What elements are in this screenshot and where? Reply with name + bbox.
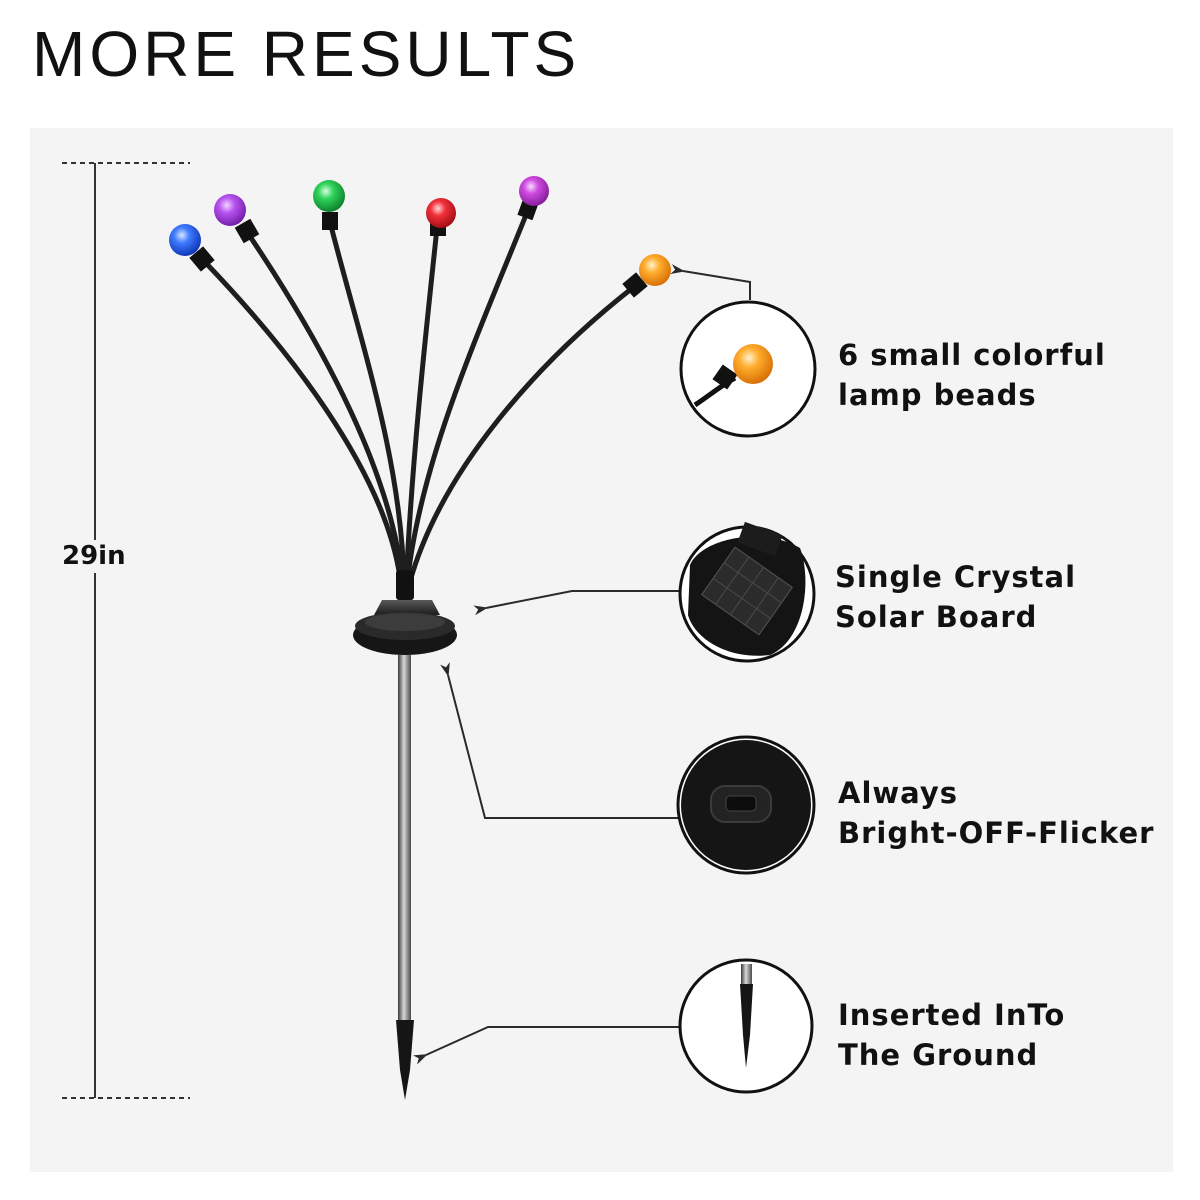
orange-bead-icon bbox=[639, 254, 671, 286]
orange-bead-closeup-icon bbox=[679, 300, 817, 438]
feature-line: Inserted InTo bbox=[838, 998, 1066, 1032]
red-bead-icon bbox=[426, 198, 456, 228]
feature-line: Bright-OFF-Flicker bbox=[838, 816, 1155, 850]
height-label: 29in bbox=[62, 540, 126, 573]
feature-stake-label: Inserted InTo The Ground bbox=[838, 995, 1065, 1075]
feature-line: Always bbox=[838, 776, 959, 810]
ground-stake-closeup-icon bbox=[678, 958, 814, 1094]
feature-line: Solar Board bbox=[835, 600, 1038, 634]
green-bead-icon bbox=[313, 180, 345, 212]
switch-button-closeup-icon bbox=[676, 735, 816, 875]
purple-bead-icon bbox=[214, 194, 246, 226]
magenta-bead-icon bbox=[519, 176, 549, 206]
feature-solar-board-label: Single Crystal Solar Board bbox=[835, 557, 1076, 637]
feature-line: Single Crystal bbox=[835, 560, 1077, 594]
feature-lamp-beads-label: 6 small colorful lamp beads bbox=[838, 335, 1106, 415]
wire-collar bbox=[396, 570, 414, 600]
page-title: MORE RESULTS bbox=[32, 18, 581, 90]
height-dimension bbox=[62, 162, 190, 1099]
lamp-wires bbox=[200, 207, 638, 588]
callout-lines bbox=[413, 264, 751, 1065]
lamp-beads bbox=[169, 176, 671, 286]
blue-bead-icon bbox=[169, 224, 201, 256]
feature-modes-label: Always Bright-OFF-Flicker bbox=[838, 773, 1154, 853]
feature-line: 6 small colorful bbox=[838, 338, 1106, 372]
solar-unit bbox=[353, 600, 457, 655]
feature-line: lamp beads bbox=[838, 378, 1037, 412]
solar-panel-closeup-icon bbox=[678, 521, 816, 663]
infographic-panel bbox=[30, 128, 1173, 1172]
ground-stake bbox=[396, 655, 414, 1100]
feature-line: The Ground bbox=[838, 1038, 1039, 1072]
